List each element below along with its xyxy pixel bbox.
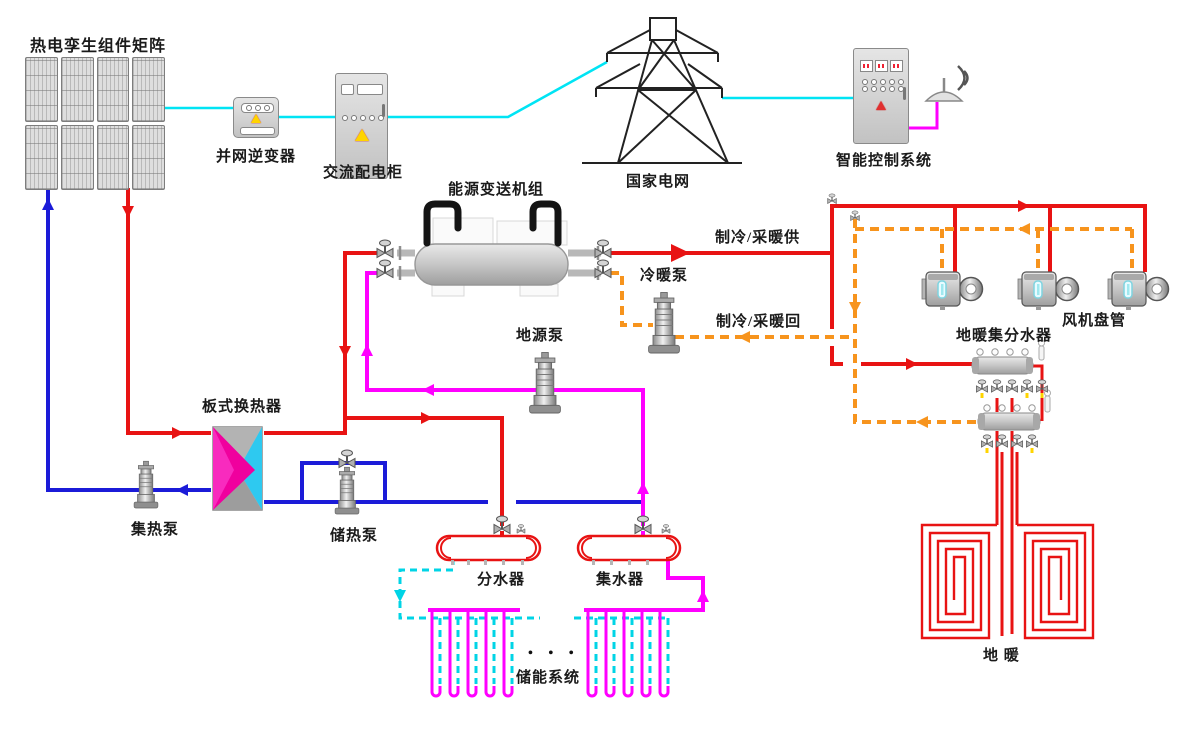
fan-coil-units [921,271,1170,311]
unit-pipe-hook-left [423,200,462,247]
ground-to-unit-pipe [365,271,645,537]
fan-coil-2 [1017,271,1080,311]
cabinet-handle [382,104,385,117]
label-divider: 分水器 [477,572,526,588]
storage-pump-glyph [334,466,360,515]
fan-coil-1 [921,271,984,311]
label-return-line: 制冷/采暖回 [716,314,802,330]
solar-panel [25,57,58,122]
label-ground-pump: 地源泵 [516,328,565,344]
control-cabinet [853,48,909,144]
floor-manifold-return [977,389,1051,431]
label-floor-manifold: 地暖集分水器 [956,328,1053,344]
cabinet-display [357,84,383,95]
label-storage-system: 储能系统 [516,670,581,686]
meter-display [860,60,873,72]
label-collector: 集水器 [596,572,645,588]
energy-unit [397,200,601,286]
ground-pump-glyph [529,351,561,414]
solar-panel [132,57,165,122]
label-collect-pump: 集热泵 [131,522,180,538]
warning-icon [876,101,886,110]
solar-panel [96,57,130,122]
plate-heat-exchanger [212,426,263,511]
borehole-down-legs [430,610,670,698]
fan-coil-supply-drops [953,208,1052,272]
collector-header-pipe [584,560,705,612]
warning-icon [355,129,369,141]
label-ac-cabinet: 交流配电柜 [323,165,404,181]
collector-tank [576,534,682,565]
floor-coil-feed-pipes [995,398,1019,636]
solar-panel [60,125,94,190]
inverter-slot [240,127,275,135]
label-control-system: 智能控制系统 [836,153,933,169]
return-riser-pipe [853,219,976,424]
grid-inverter [233,97,279,138]
warning-icon [251,114,261,123]
borehole-field [398,558,670,698]
solar-panel [132,125,165,190]
hot-supply-pipes [126,188,1147,640]
label-national-grid: 国家电网 [626,174,691,190]
meter-display [875,60,888,72]
floor-coil-right [1017,523,1095,640]
control-to-dish-line [908,102,939,130]
borehole-supply-header [398,558,670,620]
label-hc-pump: 冷暖泵 [640,268,689,284]
label-supply-line: 制冷/采暖供 [715,230,801,246]
borehole-up-legs [438,618,670,684]
floor-coil-left [920,523,997,640]
label-plate-hx: 板式换热器 [202,399,283,415]
floor-manifold-supply [971,339,1045,375]
flow-arrows [42,198,1030,602]
label-storage-pump: 储热泵 [330,528,379,544]
label-fan-coil: 风机盘管 [1062,313,1127,329]
solar-panel [25,125,58,190]
hvac-return-pipes [610,219,1134,424]
manifold-valves [975,379,1049,453]
solar-panel [60,57,94,122]
power-lines [163,60,853,119]
meter-display [890,60,903,72]
cabinet-button [341,84,354,95]
ac-cabinet [335,73,388,179]
label-solar-array: 热电孪生组件矩阵 [30,38,167,55]
fan-coil-return-bus [855,227,1134,270]
fan-coil-3 [1107,271,1170,311]
solar-array [25,57,165,190]
wifi-signal-icon [957,65,969,91]
hx-to-unit-pipe [264,251,377,435]
solar-panel [96,125,130,190]
satellite-dish [924,65,969,102]
pv-hot-out-pipe [126,188,211,435]
fan-coil-supply-bus [830,204,1147,272]
label-floor-heating: 地 暖 [983,648,1020,664]
label-ellipsis: • • • [528,646,580,661]
divider-tank [435,534,542,565]
unit-pipe-hook-right [529,200,562,247]
hc-pump-glyph [648,291,680,354]
transmission-tower [582,17,742,164]
branch-to-divider-pipe [345,416,504,537]
label-grid-inverter: 并网逆变器 [216,149,297,165]
cabinet-to-grid-line [387,60,608,119]
collect-pump-glyph [133,460,159,509]
label-energy-unit: 能源变送机组 [448,182,545,198]
cabinet-handle [903,87,906,100]
hx-to-pv-return-pipe [46,188,211,492]
pump-suction-pipe [610,271,653,327]
manifold-link-pipe [1033,364,1044,421]
